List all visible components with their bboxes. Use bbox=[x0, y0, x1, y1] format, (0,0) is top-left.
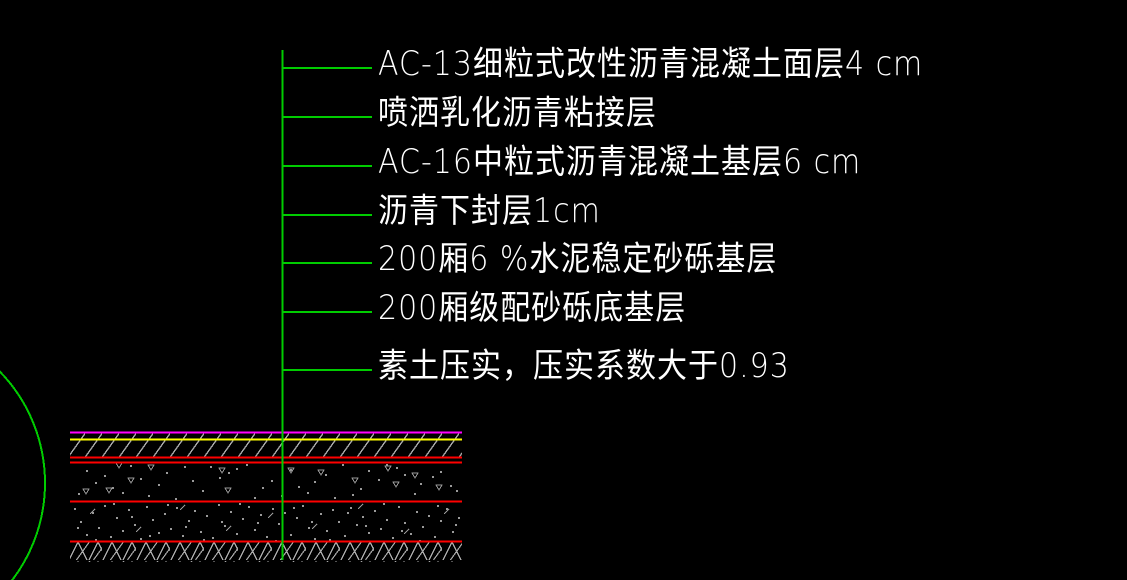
pavement-section bbox=[70, 433, 462, 562]
aggregate-chips bbox=[82, 462, 443, 495]
layer-boundaries bbox=[70, 431, 462, 543]
aggregate-sparse bbox=[78, 464, 458, 500]
layer-subgrade bbox=[70, 542, 462, 562]
annotation-label-1: AC-13细粒式改性沥青混凝土面层4 cm bbox=[378, 44, 924, 85]
layer-base-course bbox=[70, 462, 462, 501]
annotation-label-7: 素土压实，压实系数大于0.93 bbox=[378, 346, 790, 387]
layer-cement-gravel bbox=[70, 502, 462, 541]
aggregate-dense bbox=[74, 503, 460, 542]
annotation-label-5: 200厢6 %水泥稳定砂砾基层 bbox=[378, 239, 778, 280]
circle-arc bbox=[0, 370, 46, 580]
layer-surface-course bbox=[70, 433, 462, 457]
aggregate-streaks bbox=[89, 503, 450, 535]
annotation-label-4: 沥青下封层1cm bbox=[378, 191, 601, 232]
annotation-label-6: 200厢级配砂砾底基层 bbox=[378, 288, 687, 329]
annotation-label-2: 喷洒乳化沥青粘接层 bbox=[378, 93, 657, 134]
annotation-label-3: AC-16中粒式沥青混凝土基层6 cm bbox=[378, 142, 862, 183]
